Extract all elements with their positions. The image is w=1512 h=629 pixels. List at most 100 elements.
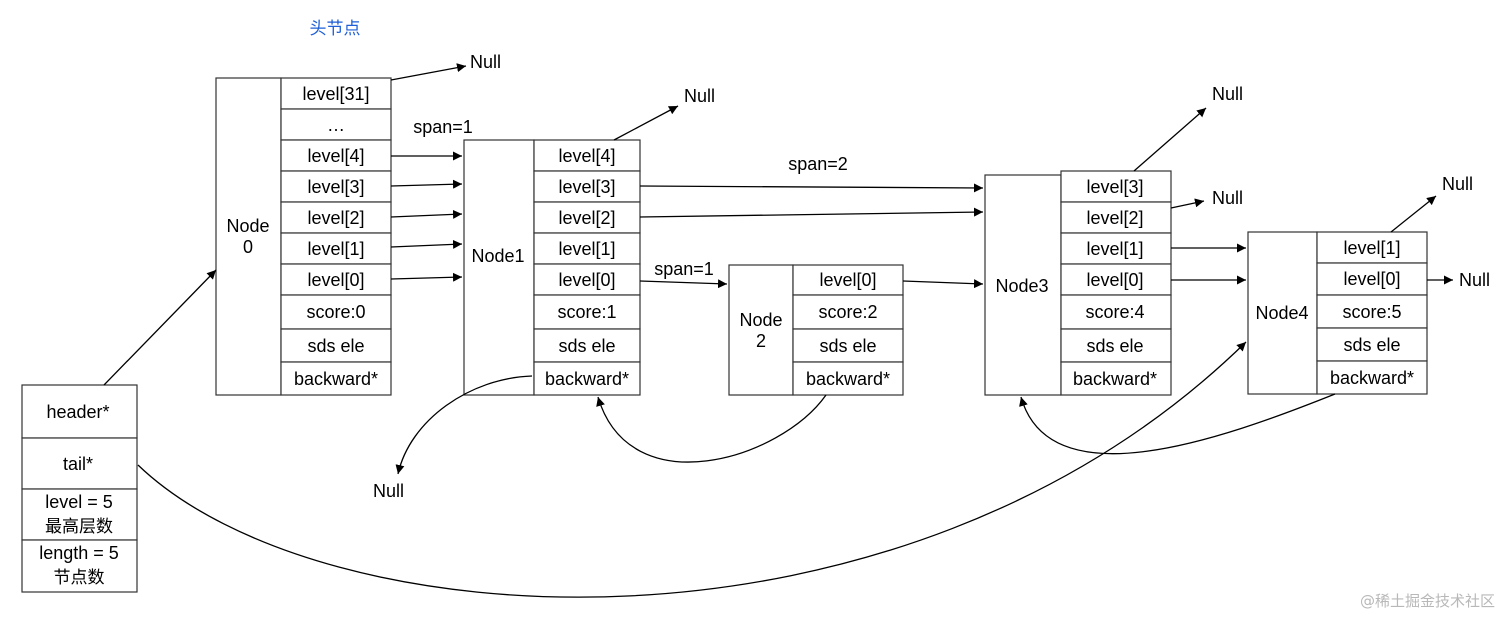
null-label-n3-top: Null [1212,84,1243,104]
null-label-n0-top: Null [470,52,501,72]
arrow-n2-backward-to-n1 [596,394,827,463]
arrow-n0-level3 [390,179,463,189]
arrow-n1-top-null [613,105,679,141]
watermark: @稀土掘金技术社区 [1360,592,1495,610]
arrow-n1-backward-null [395,375,533,475]
node-0-ele: sds ele [307,336,364,356]
node-0-level1: level[1] [307,239,364,259]
arrow-header-to-node0 [103,269,217,386]
node-3-cell [1060,201,1172,234]
arrow-n4-top-null [1390,195,1437,233]
list-header-label: header* [46,402,109,422]
arrow-n0-level0 [390,272,463,282]
node-3-cell [1060,232,1172,265]
node-1-level2: level[2] [558,208,615,228]
node-3-cell [1060,263,1172,296]
list-level-label: level = 5 [45,492,113,512]
node-0-cell [280,328,392,363]
node-1: Node1 level[4] level[3] level[2] level[1… [463,139,641,396]
node-1-cell [533,139,641,172]
node-2-cell [792,294,904,330]
node-4-cell [1316,360,1428,395]
null-label-n3-level2: Null [1212,188,1243,208]
null-label-n4-top: Null [1442,174,1473,194]
list-level-cell [21,488,138,541]
node-1-cell [533,263,641,296]
node-4-level0: level[0] [1343,269,1400,289]
node-4-cell [1316,231,1428,264]
node-3-cell [1060,361,1172,396]
node-3-level2: level[2] [1086,208,1143,228]
null-label-n1-top: Null [684,86,715,106]
zskiplist-struct: header* tail* level = 5 最高层数 length = 5 … [21,384,138,593]
node-0-level0: level[0] [307,270,364,290]
node-0-level2: level[2] [307,208,364,228]
node-2-name-line2: 2 [756,331,766,351]
node-4-cell [1316,327,1428,362]
node-0: Node 0 level[31] … level[4] level[3] lev… [215,77,392,396]
node-1-backward: backward* [545,369,629,389]
arrow-n1-level2 [639,207,984,218]
node-4-backward: backward* [1330,368,1414,388]
node-2-backward: backward* [806,369,890,389]
node-0-cell [280,201,392,234]
null-label-n4-level0: Null [1459,270,1490,290]
node-1-score: score:1 [557,302,616,322]
node-0-cell [280,77,392,110]
node-3-backward: backward* [1073,369,1157,389]
node-3-ele: sds ele [1086,336,1143,356]
node-3-name: Node3 [995,276,1048,296]
node-3-cell [1060,328,1172,363]
node-3-cell [1060,294,1172,330]
node-0-level4: level[4] [307,146,364,166]
node-1-cell [533,328,641,363]
node-4-level1: level[1] [1343,238,1400,258]
list-length-label: length = 5 [39,543,119,563]
list-level-desc: 最高层数 [45,517,113,537]
arrow-n0-level31-null [390,63,467,81]
node-2-name-line1: Node [739,310,782,330]
arrow-n0-level2 [390,209,463,219]
list-tail-cell [21,437,138,490]
list-tail-label: tail* [63,454,93,474]
node-0-name-line1: Node [226,216,269,236]
node-1-cell [533,361,641,396]
node-1-level3: level[3] [558,177,615,197]
node-3-level3: level[3] [1086,177,1143,197]
arrow-n2-level0 [902,279,984,289]
header-node-label: 头节点 [310,19,361,39]
node-0-backward: backward* [294,369,378,389]
node-2: Node 2 level[0] score:2 sds ele backward… [728,264,904,396]
span-label-n1-n3: span=2 [788,154,848,174]
node-4: Node4 level[1] level[0] score:5 sds ele … [1247,231,1428,395]
node-2-cell [792,361,904,396]
node-0-name-line2: 0 [243,237,253,257]
node-1-cell [533,201,641,234]
null-label-n1-backward: Null [373,481,404,501]
node-0-score: score:0 [306,302,365,322]
node-3-level1: level[1] [1086,239,1143,259]
node-4-score: score:5 [1342,302,1401,322]
node-4-ele: sds ele [1343,335,1400,355]
node-1-level0: level[0] [558,270,615,290]
node-0-name-box [215,77,282,396]
node-1-level4: level[4] [558,146,615,166]
node-1-level1: level[1] [558,239,615,259]
node-0-level31: level[31] [302,84,369,104]
arrow-n3-level2-null [1170,198,1205,209]
node-1-cell [533,294,641,330]
node-1-name: Node1 [471,246,524,266]
node-0-ellipsis: … [327,115,345,135]
span-label-n1-n2: span=1 [654,259,714,279]
node-1-ele: sds ele [558,336,615,356]
list-length-desc: 节点数 [54,568,105,588]
list-length-cell [21,539,138,593]
node-3: Node3 level[3] level[2] level[1] level[0… [984,170,1172,396]
arrow-n0-level1 [390,239,463,249]
arrow-tail-to-node4 [137,341,1247,598]
span-label-n0-n1: span=1 [413,117,473,137]
arrow-n3-top-null [1133,107,1207,172]
node-2-score: score:2 [818,302,877,322]
node-2-level0: level[0] [819,270,876,290]
node-0-cell [280,263,392,296]
